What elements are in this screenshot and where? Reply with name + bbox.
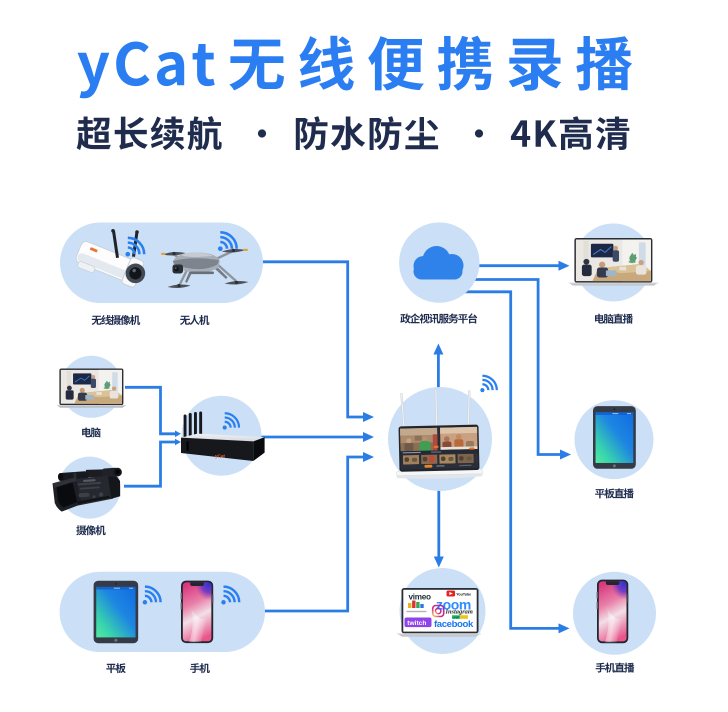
svg-text:Instagram: Instagram [445, 608, 473, 615]
svg-text:twitch: twitch [407, 620, 426, 627]
svg-text:facebook: facebook [434, 619, 474, 630]
svg-text:vimeo: vimeo [409, 592, 431, 601]
svg-text:LIVE: LIVE [453, 615, 460, 619]
svg-text:zoom: zoom [436, 596, 471, 612]
svg-text:YouTube: YouTube [456, 593, 471, 597]
svg-text:yCat: yCat [215, 454, 225, 459]
